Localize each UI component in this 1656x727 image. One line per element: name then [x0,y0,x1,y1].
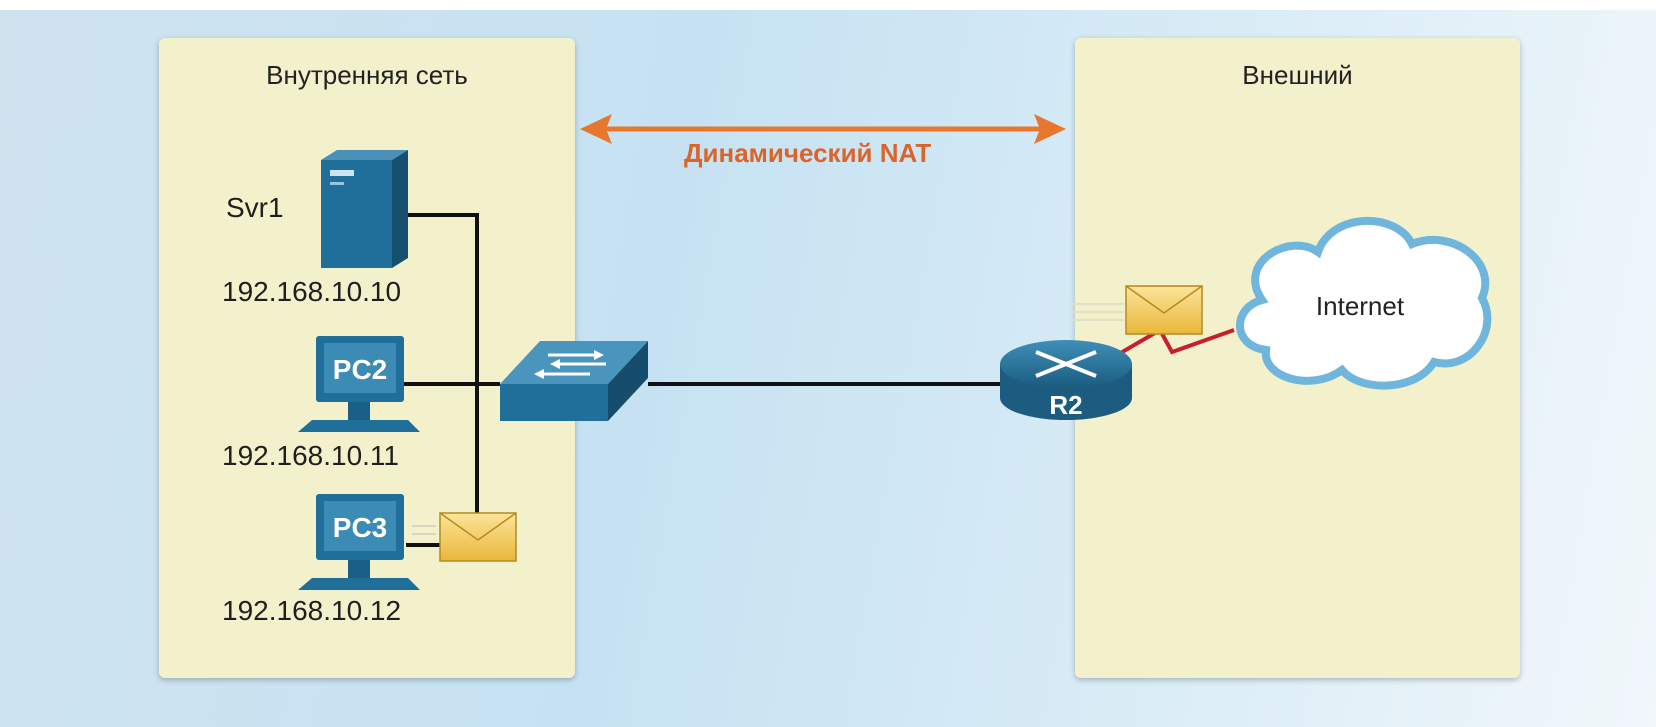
outside-network-title: Внешний [1242,60,1353,90]
internet-cloud-icon: Internet [1236,217,1492,390]
server-ip: 192.168.10.10 [222,276,402,307]
inside-network-title: Внутренняя сеть [266,60,468,90]
nat-label: Динамический NAT [684,138,932,168]
switch-icon [500,341,648,421]
pc3-icon: PC3 [298,494,420,590]
nat-arrow [580,114,1066,144]
pc2-ip: 192.168.10.11 [222,440,399,471]
serial-link [1110,327,1235,360]
packet-envelope-icon [412,512,517,562]
server-name: Svr1 [226,192,284,223]
router-icon: R2 [1000,340,1132,420]
frame-top-edge [0,0,1656,10]
ethernet-links [404,213,1000,547]
pc2-name: PC2 [333,354,387,385]
pc3-name: PC3 [333,512,387,543]
internet-label: Internet [1316,291,1405,321]
router-name: R2 [1049,390,1082,420]
server-icon [321,150,408,268]
pc2-icon: PC2 [298,336,420,432]
packet-envelope-icon [1072,285,1203,335]
pc3-ip: 192.168.10.12 [222,595,402,626]
